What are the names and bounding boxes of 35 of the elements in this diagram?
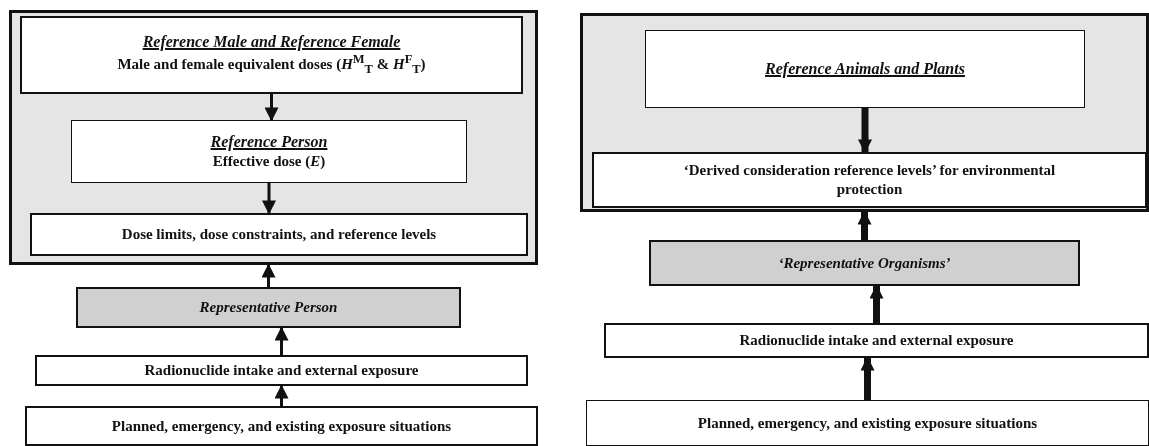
process-box bbox=[30, 213, 528, 256]
process-box bbox=[592, 152, 1147, 208]
process-box bbox=[586, 400, 1149, 446]
box-text: ‘Derived consideration reference levels’ for environmental protection bbox=[682, 161, 1057, 199]
highlight-box bbox=[649, 240, 1080, 286]
process-box bbox=[20, 16, 523, 94]
arrow bbox=[262, 183, 276, 215]
heading: Reference Person bbox=[210, 132, 328, 153]
box-text: Representative Person bbox=[199, 298, 338, 317]
arrow bbox=[860, 356, 875, 400]
group-panel bbox=[580, 13, 1149, 212]
box-text: Radionuclide intake and external exposure bbox=[144, 361, 419, 380]
arrow bbox=[857, 210, 872, 240]
box-text: Planned, emergency, and existing exposure situations bbox=[111, 416, 452, 436]
arrow bbox=[858, 108, 872, 154]
heading: Reference Animals and Plants bbox=[765, 59, 965, 79]
arrow bbox=[261, 263, 276, 287]
arrow bbox=[264, 94, 279, 122]
process-box bbox=[71, 120, 467, 183]
heading: Reference Male and Reference Female bbox=[142, 32, 401, 53]
process-box bbox=[645, 30, 1085, 108]
arrow bbox=[869, 284, 884, 323]
highlight-box bbox=[76, 287, 461, 328]
box-text: Radionuclide intake and external exposure bbox=[739, 331, 1014, 350]
box-text: Male and female equivalent doses (H$^{M}$$_{T}$ & H$^{F}$$_{T}$) bbox=[117, 52, 426, 78]
box-text: Dose limits, dose constraints, and reference levels bbox=[121, 225, 437, 244]
process-box bbox=[35, 355, 528, 386]
group-panel bbox=[9, 10, 538, 265]
box-text: Effective dose (E) bbox=[212, 152, 326, 171]
arrow bbox=[274, 326, 289, 355]
arrow bbox=[274, 384, 289, 406]
process-box bbox=[604, 323, 1149, 358]
box-text: ‘Representative Organisms’ bbox=[778, 253, 951, 273]
box-text: Planned, emergency, and existing exposure situations bbox=[697, 413, 1038, 433]
process-box bbox=[25, 406, 538, 446]
